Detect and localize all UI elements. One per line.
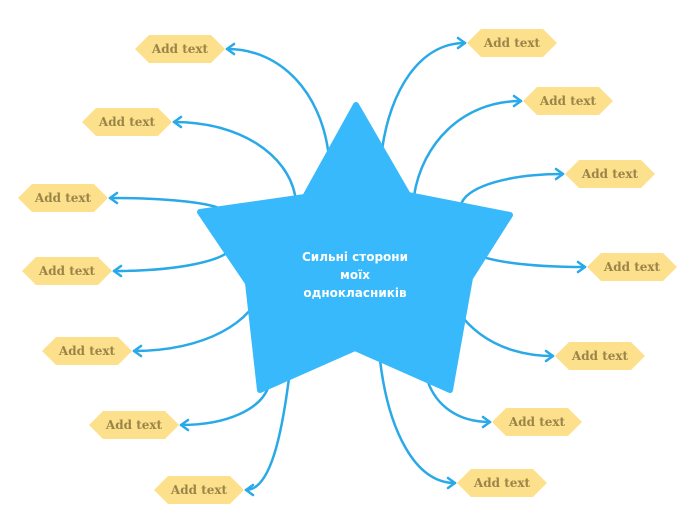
topic-node-left-4[interactable]: Add text (22, 257, 112, 285)
topic-node-shape (555, 342, 645, 370)
topic-node-shape (154, 476, 244, 504)
topic-node-shape (89, 411, 179, 439)
connector-right-4 (472, 250, 587, 269)
topic-node-shape (42, 337, 132, 365)
connector-right-2 (412, 99, 523, 198)
topic-node-shape (492, 408, 582, 436)
arrowhead-icon (179, 418, 190, 432)
center-topic-text[interactable]: Сильні сторони моїх однокласників (280, 248, 430, 302)
topic-node-label: Add text (58, 344, 116, 358)
arrowhead-icon (108, 191, 119, 205)
topic-node-left-7[interactable]: Add text (154, 476, 244, 504)
topic-node-left-1[interactable]: Add text (135, 35, 225, 63)
connector-left-1 (225, 47, 330, 152)
arrowhead-icon (225, 42, 236, 56)
topic-node-shape (523, 87, 613, 115)
topic-node-right-6[interactable]: Add text (492, 408, 582, 436)
arrowhead-icon (554, 167, 565, 181)
topic-node-label: Add text (151, 42, 209, 56)
center-star[interactable] (197, 102, 513, 393)
arrowhead-icon (132, 344, 143, 358)
topic-node-shape (18, 184, 108, 212)
topic-node-right-2[interactable]: Add text (523, 87, 613, 115)
connector-left-2 (172, 120, 297, 197)
connector-right-3 (460, 172, 565, 204)
arrowhead-icon (172, 115, 183, 129)
arrowhead-icon (512, 94, 523, 108)
topic-node-right-7[interactable]: Add text (457, 469, 547, 497)
center-topic-line-1: Сильні сторони (301, 250, 409, 264)
topic-node-shape (457, 469, 547, 497)
center-topic-line-3: однокласників (303, 286, 407, 300)
connector-left-7 (244, 368, 292, 492)
center-topic-line-2: моїх (340, 268, 370, 282)
topic-node-label: Add text (473, 476, 531, 490)
connector-left-4 (112, 246, 234, 273)
topic-node-label: Add text (105, 418, 163, 432)
connector-left-6 (179, 386, 270, 427)
arrowhead-icon (544, 349, 555, 363)
topic-node-label: Add text (34, 191, 92, 205)
topic-node-right-3[interactable]: Add text (565, 160, 655, 188)
topic-node-label: Add text (98, 115, 156, 129)
topic-node-label: Add text (571, 349, 629, 363)
arrowhead-icon (446, 476, 457, 490)
connector-left-3 (108, 196, 224, 212)
topic-node-left-5[interactable]: Add text (42, 337, 132, 365)
arrowhead-icon (576, 260, 587, 274)
arrowhead-icon (112, 264, 123, 278)
connector-right-1 (380, 41, 467, 152)
topic-node-label: Add text (539, 94, 597, 108)
topic-node-shape (22, 257, 112, 285)
topic-node-label: Add text (581, 167, 639, 181)
topic-node-shape (135, 35, 225, 63)
topic-node-right-5[interactable]: Add text (555, 342, 645, 370)
topic-node-label: Add text (170, 483, 228, 497)
topic-node-left-3[interactable]: Add text (18, 184, 108, 212)
connector-left-5 (132, 285, 264, 353)
topic-node-right-4[interactable]: Add text (587, 253, 677, 281)
topic-node-shape (587, 253, 677, 281)
topic-node-left-6[interactable]: Add text (89, 411, 179, 439)
arrowhead-icon (481, 415, 492, 429)
topic-node-label: Add text (38, 264, 96, 278)
topic-node-shape (82, 108, 172, 136)
topic-node-label: Add text (603, 260, 661, 274)
connector-right-6 (426, 380, 492, 424)
arrowhead-icon (456, 36, 467, 50)
connectors (108, 36, 587, 497)
topic-node-right-1[interactable]: Add text (467, 29, 557, 57)
topic-node-label: Add text (483, 36, 541, 50)
topic-node-shape (467, 29, 557, 57)
connector-right-7 (378, 358, 457, 485)
topic-node-left-2[interactable]: Add text (82, 108, 172, 136)
topic-node-label: Add text (508, 415, 566, 429)
topic-node-shape (565, 160, 655, 188)
arrowhead-icon (244, 483, 255, 497)
